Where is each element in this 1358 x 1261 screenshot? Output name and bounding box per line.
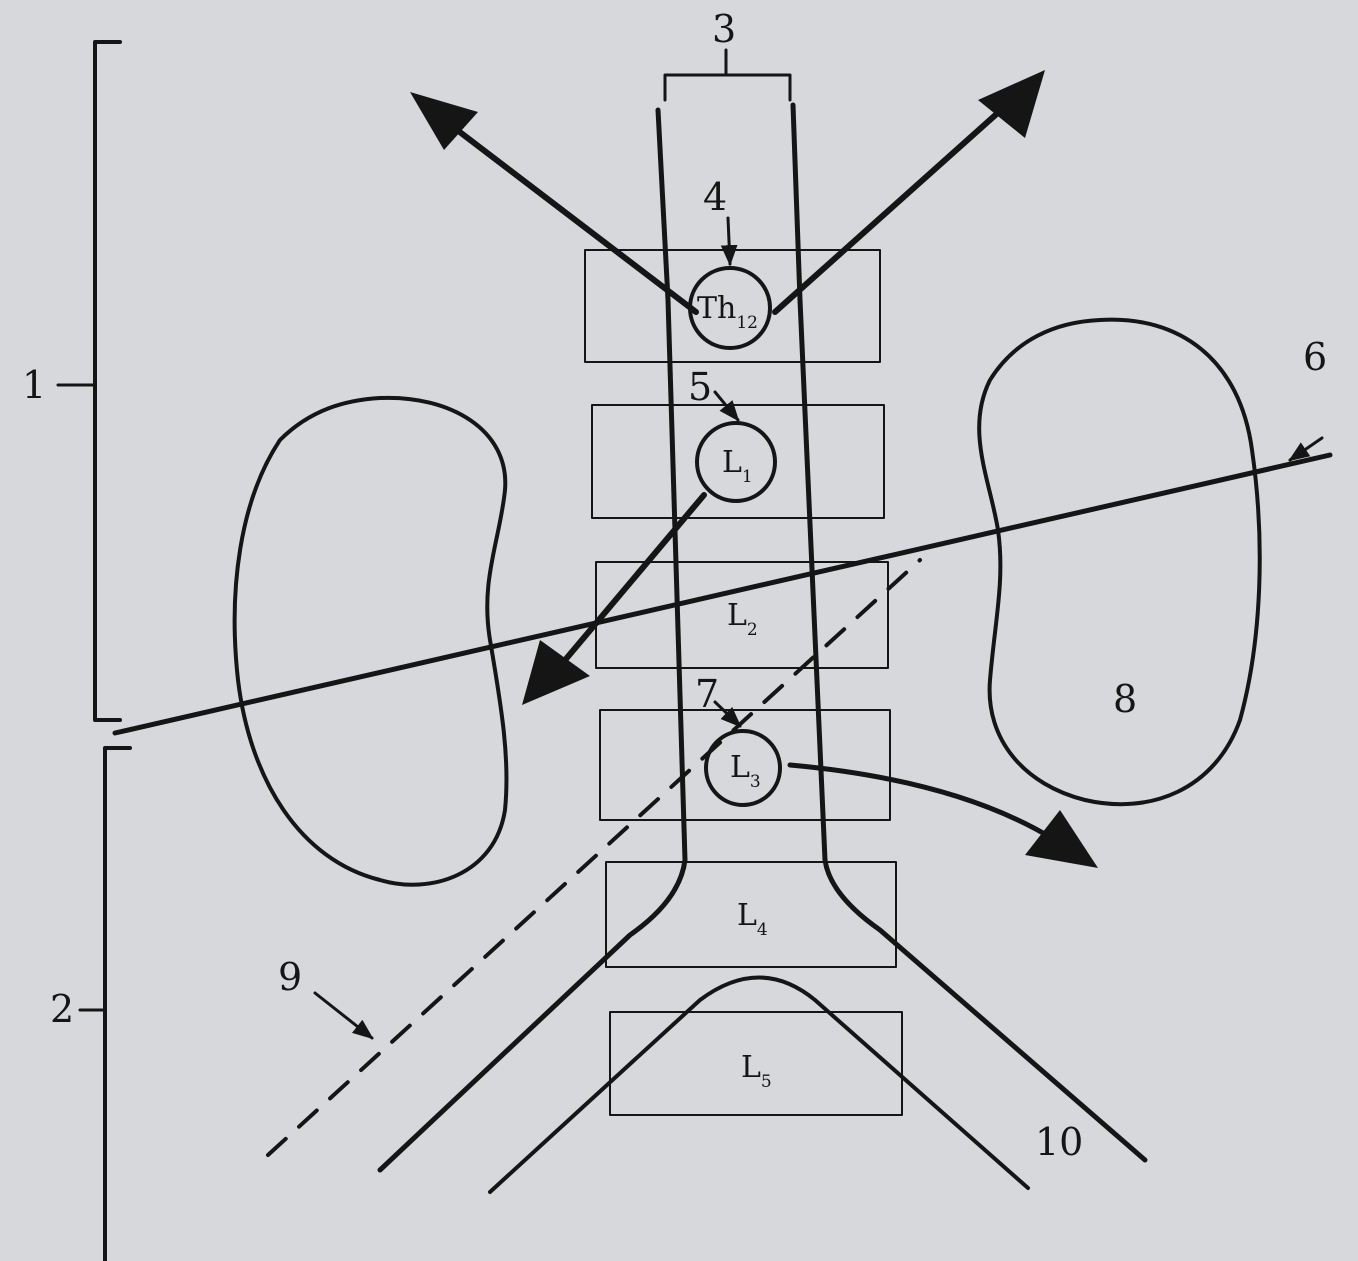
- label-5: 5: [688, 365, 712, 409]
- lower-region-bracket: [105, 748, 130, 1261]
- l1-arrowhead: [522, 640, 590, 705]
- label-7: 7: [695, 672, 719, 716]
- l3-curved-arrow: [790, 765, 1055, 840]
- label-3: 3: [712, 7, 736, 51]
- label-10: 10: [1035, 1120, 1083, 1164]
- vertebra-label-l3: L3: [730, 750, 761, 792]
- vertebra-label-l4: L4: [737, 898, 768, 940]
- label-8: 8: [1113, 677, 1137, 721]
- upper-right-arrow: [775, 102, 1010, 312]
- vertebra-label-l5: L5: [741, 1050, 772, 1092]
- dural-sac-right-wall: [793, 105, 1145, 1160]
- vertebra-label-th12: Th12: [697, 291, 758, 333]
- label-1: 1: [22, 363, 46, 407]
- dashed-line: [268, 560, 920, 1155]
- pointer-4: [728, 218, 730, 264]
- pointer-9: [315, 993, 372, 1038]
- left-kidney: [235, 398, 507, 885]
- label-9: 9: [278, 955, 302, 999]
- vertebra-label-l1: L1: [722, 445, 753, 487]
- l3-arrowhead: [1025, 810, 1098, 868]
- upper-right-arrowhead: [978, 70, 1045, 138]
- cord-width-bracket: [665, 75, 790, 100]
- right-kidney: [979, 320, 1260, 805]
- l1-arrow: [555, 495, 704, 672]
- label-4: 4: [703, 175, 727, 219]
- upper-region-bracket: [95, 42, 120, 720]
- vertebra-label-l2: L2: [727, 598, 758, 640]
- label-6: 6: [1303, 335, 1327, 379]
- label-2: 2: [50, 987, 74, 1031]
